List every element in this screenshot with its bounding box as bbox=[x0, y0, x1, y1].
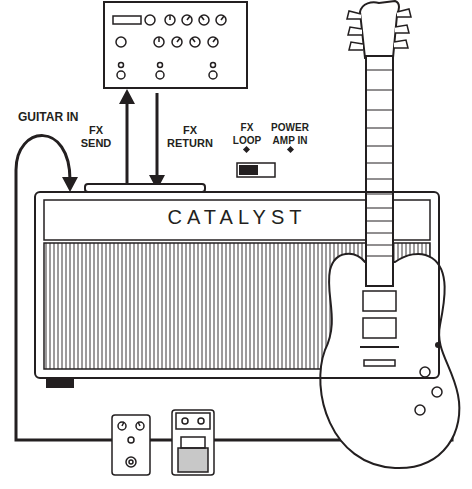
pedal bbox=[112, 415, 150, 475]
port-label: FX RETURN bbox=[166, 124, 214, 150]
port-label: FX LOOP bbox=[229, 121, 265, 147]
effects-unit bbox=[104, 2, 247, 88]
mode-switch bbox=[237, 146, 294, 177]
amp-cabinet: CATALYST bbox=[34, 191, 440, 379]
brand-name: CATALYST bbox=[36, 206, 438, 229]
signal-arrows bbox=[119, 89, 165, 190]
pedal bbox=[172, 410, 214, 475]
port-label: POWER AMP IN bbox=[267, 121, 313, 147]
port-label: FX SEND bbox=[80, 124, 112, 150]
port-label: GUITAR IN bbox=[18, 111, 78, 124]
